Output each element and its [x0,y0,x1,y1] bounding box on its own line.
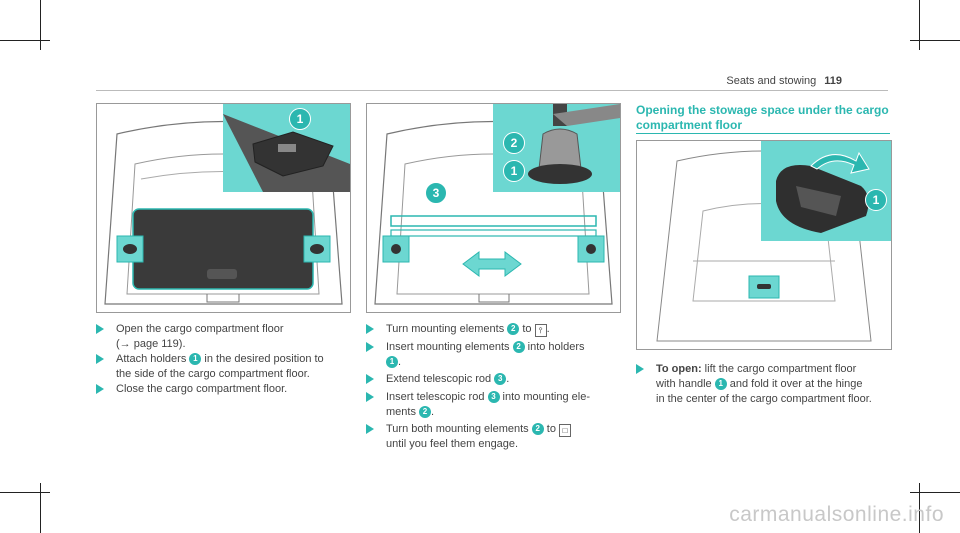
crop-mark [910,492,960,493]
step-arrow-icon [366,424,374,434]
step-close-floor: Close the cargo compartment floor. [96,382,354,397]
step-arrow-icon [96,354,104,364]
section-title: Seats and stowing [726,75,817,87]
step-arrow-icon [636,364,644,374]
section-heading: Opening the stowage space under the carg… [636,103,889,132]
holder-closeup-inset [223,104,350,192]
step-arrow-icon [366,324,374,334]
watermark: carmanualsonline.info [729,503,944,526]
figure-stowage-handle: 1 [636,140,892,350]
figure-cargo-floor-holders: 1 [96,103,351,313]
crop-mark [0,40,50,41]
crop-mark [919,0,920,50]
inline-callout: 1 [714,378,727,390]
step-extend-rod: Extend telescopic rod 3. [366,372,624,387]
step-arrow-icon [96,384,104,394]
callout-3: 3 [425,182,447,204]
unlock-icon: ⫯ [534,324,547,337]
crop-mark [0,492,50,493]
step-arrow-icon [96,324,104,334]
inline-callout: 2 [531,423,544,435]
holder-illustration [223,114,350,192]
inline-callout: 3 [494,373,507,385]
inline-callout: 3 [487,391,500,403]
step-turn-mounting: Turn mounting elements 2 to ⫯. [366,322,624,337]
crop-mark [910,40,960,41]
step-turn-both: Turn both mounting elements 2 to □ until… [366,422,624,452]
step-arrow-icon [366,392,374,402]
handle-illustration [776,151,870,233]
step-arrow-icon [366,374,374,384]
header-rule [96,90,888,91]
figure-telescopic-rod: 2 1 3 [366,103,621,313]
inline-callout: 2 [512,341,525,353]
inline-callout: 2 [419,406,432,418]
callout-1: 1 [865,189,887,211]
mounting-element-illustration [528,104,620,184]
step-arrow-icon [366,342,374,352]
inline-callout: 1 [189,353,202,365]
callout-1: 1 [289,108,311,130]
cargo-floor-illustration [104,120,343,305]
heading-rule [636,133,890,134]
page-number: 119 [824,75,842,87]
step-attach-holders: Attach holders 1 in the desired position… [96,352,354,382]
callout-1: 1 [503,160,525,182]
step-open-floor: Open the cargo compartment floor (→ page… [96,322,354,352]
inline-callout: 1 [386,356,398,368]
callout-2: 2 [503,132,525,154]
step-insert-mounting: Insert mounting elements 2 into holders … [366,340,624,370]
lock-icon: □ [559,424,572,437]
crop-mark [40,0,41,50]
running-header: Seats and stowing 119 [726,75,842,87]
step-to-open: To open: lift the cargo compartment floo… [636,362,894,407]
step-insert-rod: Insert telescopic rod 3 into mounting el… [366,390,624,420]
crop-mark [919,483,920,533]
inline-callout: 2 [507,323,520,335]
crop-mark [40,483,41,533]
